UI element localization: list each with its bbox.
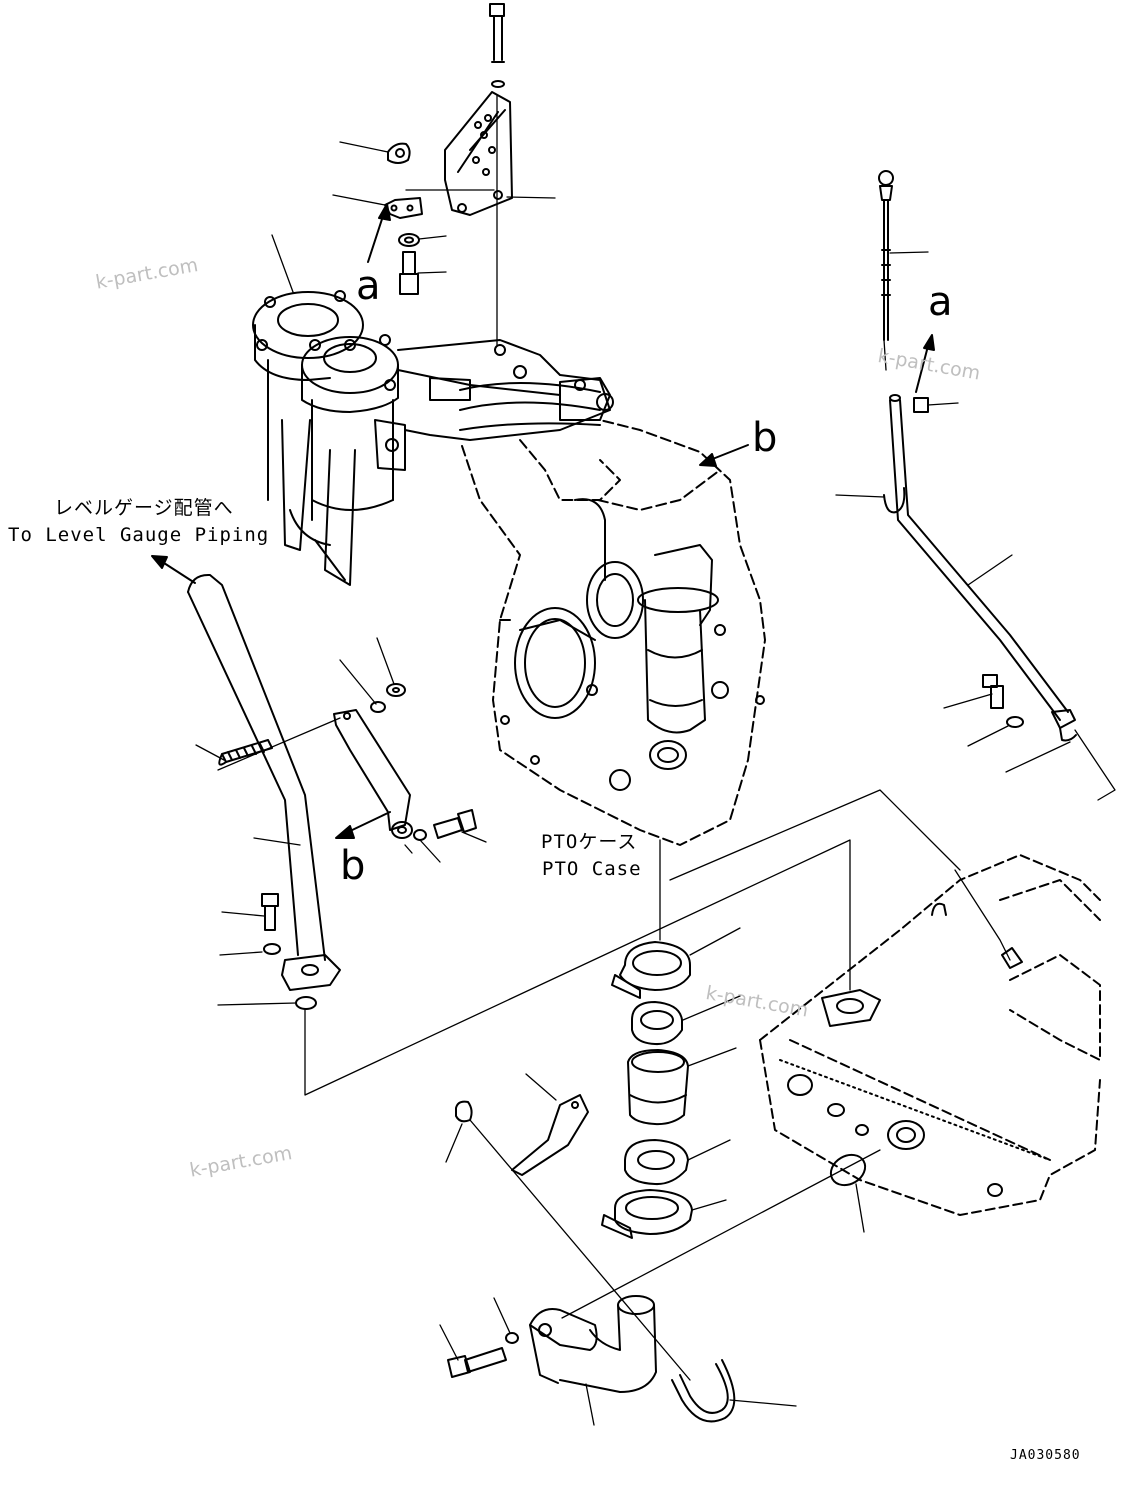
callout-a-right: a bbox=[928, 279, 953, 325]
level-gauge-label-en: To Level Gauge Piping bbox=[8, 524, 270, 546]
mount-bracket bbox=[444, 91, 556, 216]
pipe-bracket bbox=[217, 709, 413, 839]
arrow-a-right bbox=[915, 334, 935, 393]
top-bolt bbox=[489, 3, 505, 346]
flange-bolts bbox=[217, 893, 297, 1006]
drawing-code: JA030580 bbox=[1010, 1448, 1081, 1463]
pto-case-details bbox=[500, 498, 765, 791]
level-gauge-label-jp: レベルゲージ配管へ bbox=[54, 497, 234, 519]
level-gauge-pipe bbox=[187, 573, 341, 1010]
callout-a-left: a bbox=[356, 263, 381, 309]
leader-lines bbox=[304, 789, 1011, 1096]
dipstick bbox=[878, 170, 929, 371]
o-ring bbox=[829, 1153, 867, 1233]
pto-case bbox=[461, 419, 766, 846]
dipstick-tube bbox=[889, 394, 1077, 742]
pto-case-label-en: PTO Case bbox=[542, 858, 642, 880]
callout-b-left: b bbox=[340, 843, 366, 889]
arrow-b-right bbox=[699, 444, 749, 467]
bottom-bolt bbox=[439, 1297, 519, 1378]
bracket-plate-nut bbox=[445, 1073, 691, 1381]
bottom-elbow-pipe bbox=[529, 1149, 881, 1426]
top-left-small-parts bbox=[332, 141, 495, 295]
dipstick-clip bbox=[913, 397, 959, 413]
dipstick-bolt bbox=[943, 674, 1116, 801]
callout-b-right: b bbox=[752, 415, 778, 461]
bottom-clamp bbox=[671, 1359, 797, 1423]
pipe-bracket-hardware bbox=[195, 637, 487, 863]
transmission-details bbox=[779, 902, 1051, 1197]
dipstick-u-clamp bbox=[835, 487, 906, 514]
arrow-level-gauge bbox=[151, 555, 196, 584]
filter-assembly bbox=[252, 234, 399, 586]
pto-case-label-jp: PTOケース bbox=[541, 831, 638, 853]
arrow-b-left bbox=[335, 811, 391, 839]
coupling-stack bbox=[601, 927, 741, 1239]
arrow-a-left bbox=[367, 203, 391, 263]
manifold bbox=[374, 339, 614, 471]
transmission-case bbox=[759, 854, 1101, 1216]
